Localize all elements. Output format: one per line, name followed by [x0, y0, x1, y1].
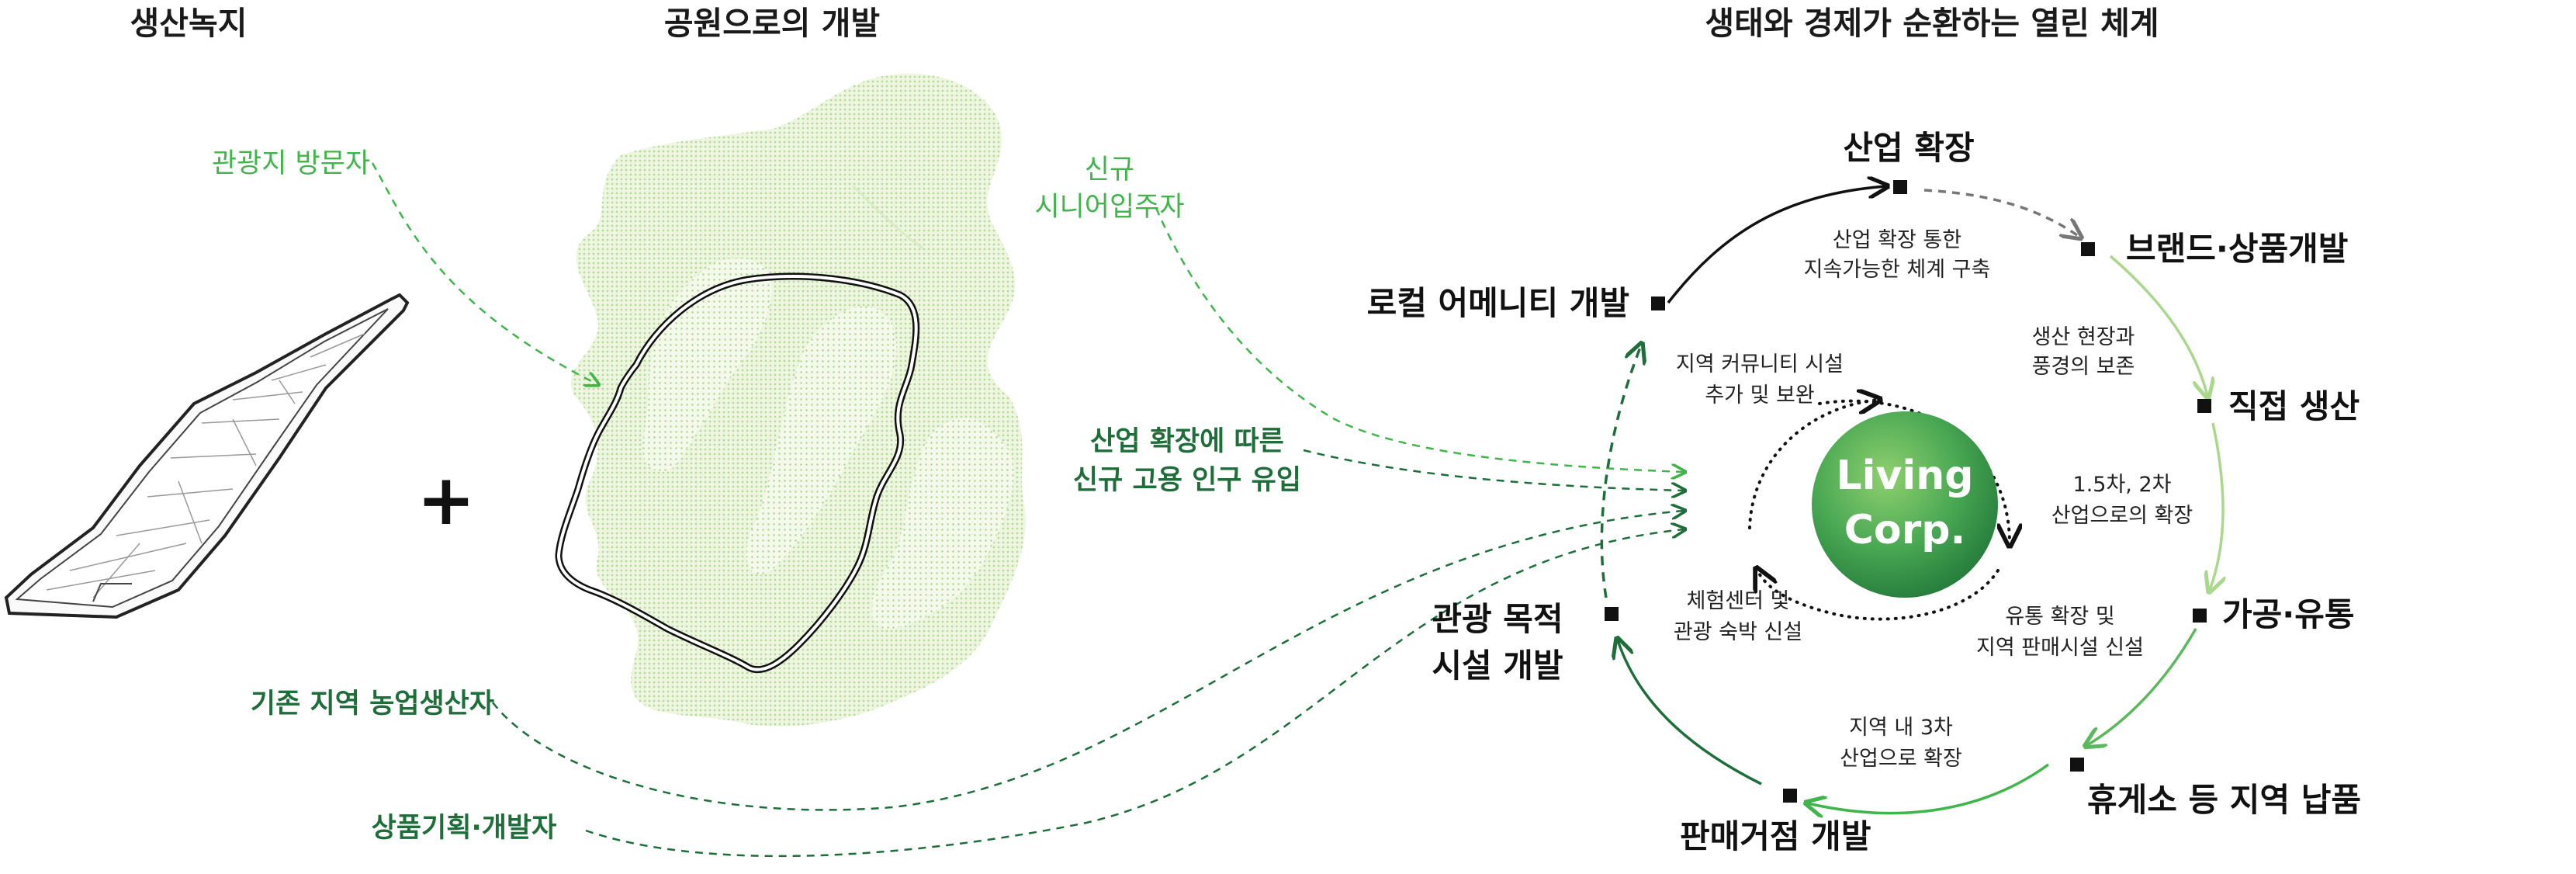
node-marker-industry	[1893, 180, 1907, 194]
cycle-arrow-sales-to-tourism	[1618, 640, 1762, 786]
actor-product-developers: 상품기획·개발자	[372, 813, 557, 844]
desc-brand-2: 풍경의 보존	[2032, 355, 2135, 379]
desc-brand-1: 생산 현장과	[2032, 325, 2135, 349]
title-production-green: 생산녹지	[130, 5, 248, 42]
desc-tourism-2: 추가 및 보완	[1705, 383, 1814, 408]
node-marker-processing	[2193, 609, 2207, 623]
node-local: 로컬 어메니티 개발	[1367, 284, 1629, 322]
cycle-arrow-production-to-processing	[2210, 422, 2223, 590]
cycle-arrow-brand-to-production	[2109, 255, 2207, 396]
node-marker-sales	[1783, 789, 1797, 803]
node-marker-brand	[2081, 242, 2095, 256]
desc-restarea-1: 지역 내 3차	[1849, 716, 1953, 740]
arrow-new-employment	[1303, 449, 1684, 491]
cycle-arrow-tourism-to-local	[1600, 345, 1641, 598]
node-marker-production	[2197, 399, 2211, 413]
node-brand: 브랜드·상품개발	[2126, 230, 2348, 268]
center-label-line2: Corp.	[1844, 507, 1966, 553]
desc-production-1: 1.5차, 2차	[2073, 473, 2172, 497]
node-tourism-line2: 시설 개발	[1432, 647, 1563, 685]
actor-new-employment-line1: 산업 확장에 따른	[1090, 426, 1284, 457]
cycle-descriptions: 산업 확장 통한 지속가능한 체계 구축 생산 현장과 풍경의 보존 1.5차,…	[1674, 228, 2193, 771]
actor-flow-arrows	[371, 162, 1684, 858]
node-marker-tourism	[1605, 607, 1619, 621]
park-map	[555, 73, 1026, 727]
node-production: 직접 생산	[2228, 387, 2360, 425]
desc-restarea-2: 산업으로 확장	[1840, 747, 1962, 771]
desc-production-2: 산업으로의 확장	[2051, 504, 2193, 528]
node-sales: 판매거점 개발	[1680, 817, 1871, 855]
node-industry: 산업 확장	[1843, 129, 1974, 167]
actor-new-senior-line1: 신규	[1085, 154, 1134, 186]
living-corp-center: Living Corp.	[1812, 411, 1998, 598]
desc-sales-2: 관광 숙박 신설	[1674, 620, 1802, 644]
node-marker-local	[1651, 297, 1665, 310]
cycle-arrow-restarea-to-sales	[1808, 763, 2050, 813]
actor-tourist: 관광지 방문자	[212, 148, 370, 179]
cycle-nodes: 산업 확장 브랜드·상품개발 직접 생산 가공·유통 휴게소 등 지역 납품 판…	[1367, 129, 2361, 855]
actor-new-employment-line2: 신규 고용 인구 유입	[1073, 465, 1301, 496]
node-restarea: 휴게소 등 지역 납품	[2087, 781, 2361, 819]
desc-industry-2: 지속가능한 체계 구축	[1804, 258, 1991, 282]
arrow-local-farmers	[492, 511, 1684, 811]
cycle-arrows	[1600, 186, 2223, 813]
title-park-development: 공원으로의 개발	[664, 5, 880, 42]
node-tourism-line1: 관광 목적	[1432, 600, 1563, 638]
desc-tourism-1: 지역 커뮤니티 시설	[1676, 352, 1844, 376]
cycle-arrow-local-to-industry	[1667, 186, 1885, 304]
node-marker-restarea	[2070, 758, 2084, 772]
center-label-line1: Living	[1837, 453, 1974, 499]
plus-sign: +	[417, 460, 475, 541]
actor-local-farmers: 기존 지역 농업생산자	[251, 688, 494, 720]
title-open-system: 생태와 경제가 순환하는 열린 체계	[1705, 5, 2159, 42]
arrow-new-senior	[1155, 207, 1684, 472]
desc-industry-1: 산업 확장 통한	[1833, 228, 1961, 252]
arrow-tourist	[371, 162, 597, 384]
node-processing: 가공·유통	[2222, 595, 2355, 633]
inner-cycle-loop	[1748, 400, 2010, 621]
arrow-product-developers	[585, 529, 1684, 858]
cycle-arrow-industry-to-brand	[1923, 189, 2079, 237]
production-green-site-plan	[4, 293, 410, 619]
cycle-arrow-processing-to-restarea	[2087, 628, 2197, 745]
desc-sales-1: 체험센터 및	[1687, 589, 1790, 613]
desc-processing-2: 지역 판매시설 신설	[1976, 636, 2144, 660]
actor-new-senior-line2: 시니어입주자	[1034, 192, 1184, 223]
desc-processing-1: 유통 확장 및	[2005, 605, 2114, 629]
